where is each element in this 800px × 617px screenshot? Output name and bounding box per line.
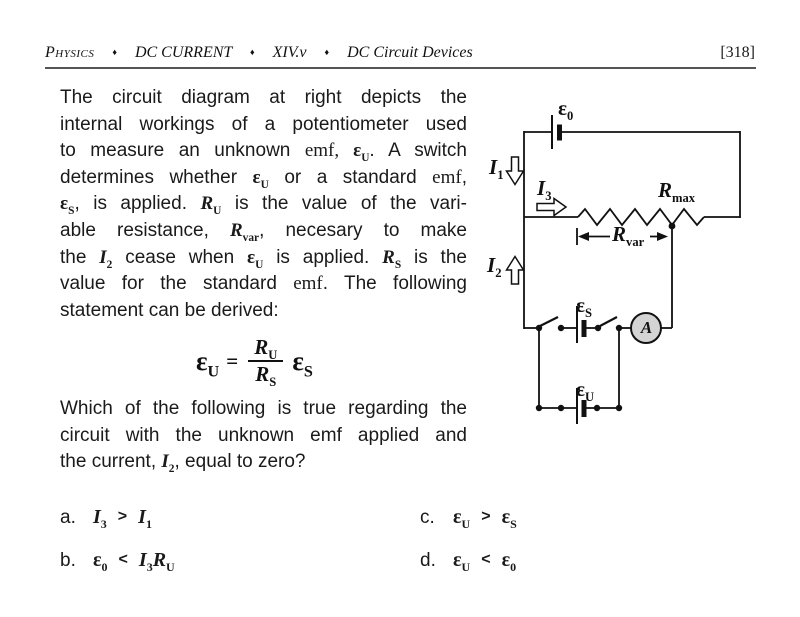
- junction-dot: [594, 324, 602, 332]
- text-line: εS, is applied. RU is the value of the v…: [60, 193, 467, 218]
- fraction-denominator: RS: [248, 360, 284, 388]
- header-unit: DC CURRENT: [134, 44, 232, 61]
- label-emfS: εS: [576, 293, 592, 321]
- equation-fraction: RU RS: [247, 335, 284, 388]
- junction-dot: [615, 324, 623, 332]
- header: Physics ♦ DC CURRENT ♦ XIV.v ♦ DC Circui…: [45, 44, 755, 66]
- equation-lhs: εU: [196, 345, 220, 380]
- junction-dot: [557, 324, 565, 332]
- equals-sign: =: [226, 348, 239, 373]
- text-line: circuit with the unknown emf applied and: [60, 424, 467, 446]
- answer-expression: ε0<I3RU: [93, 549, 175, 574]
- switch-lever-left: [539, 316, 559, 327]
- text-line: to measure an unknown emf, εU. A switch: [60, 140, 467, 164]
- text-line: the current, I2, equal to zero?: [60, 451, 306, 475]
- rvar-arrowhead-left: [578, 232, 589, 241]
- answer-expression: εU<ε0: [453, 549, 517, 574]
- text-line: the I2 cease when εU is applied. RS is t…: [60, 246, 467, 271]
- answer-choice-c: c. εU>εS: [420, 506, 517, 538]
- label-rmax: Rmax: [658, 178, 696, 206]
- question-paragraph: Which of the following is true regarding…: [60, 396, 467, 476]
- intro-paragraph: The circuit diagram at right depicts the…: [60, 85, 467, 324]
- text-line: The circuit diagram at right depicts the: [60, 87, 467, 108]
- wiper-dot: [668, 222, 676, 230]
- junction-dot: [535, 324, 543, 332]
- junction-dot: [535, 404, 543, 412]
- equation-rhs: εS: [292, 345, 313, 380]
- label-current-i2: I2: [487, 253, 502, 281]
- answer-choice-b: b. ε0<I3RU: [60, 549, 175, 581]
- answer-letter: c.: [420, 507, 435, 528]
- header-rule: [45, 67, 756, 69]
- diamond-separator-icon: ♦: [250, 47, 255, 57]
- text-line: value for the standard emf. The followin…: [60, 273, 467, 295]
- answer-expression: I3>I1: [93, 506, 152, 531]
- label-emf0: ε0: [558, 96, 574, 124]
- answer-expression: εU>εS: [453, 506, 517, 531]
- current-arrow-right-icon: [536, 197, 568, 217]
- equation: εU = RU RS εS: [196, 330, 313, 392]
- header-course: Physics: [45, 44, 95, 61]
- text-line: Which of the following is true regarding…: [60, 398, 467, 419]
- current-arrow-up-icon: [505, 255, 525, 285]
- answer-letter: a.: [60, 507, 76, 528]
- text-line: determines whether εU or a standard emf,: [60, 166, 467, 191]
- page-number: [318]: [720, 44, 755, 61]
- answer-letter: b.: [60, 550, 76, 571]
- text-line: able resistance, Rvar, necesary to make: [60, 219, 467, 244]
- label-current-i3: I3: [537, 176, 552, 204]
- junction-dot: [593, 404, 601, 412]
- rvar-arrowhead-right: [657, 232, 668, 241]
- ammeter-letter: A: [640, 318, 653, 337]
- header-topic: DC Circuit Devices: [347, 44, 473, 61]
- current-arrow-down-icon: [505, 156, 525, 186]
- text-line: internal workings of a potentiometer use…: [60, 113, 467, 135]
- text-line: statement can be derived:: [60, 299, 279, 321]
- diamond-separator-icon: ♦: [324, 47, 330, 57]
- junction-dot: [557, 404, 565, 412]
- answer-choice-d: d. εU<ε0: [420, 549, 516, 581]
- fraction-numerator: RU: [254, 335, 278, 363]
- label-current-i1: I1: [489, 155, 504, 183]
- answer-letter: d.: [420, 550, 436, 571]
- diamond-separator-icon: ♦: [112, 47, 117, 57]
- junction-dot: [615, 404, 623, 412]
- label-emfU: εU: [576, 377, 595, 405]
- answer-choice-a: a. I3>I1: [60, 506, 152, 538]
- header-section: XIV.v: [272, 44, 307, 61]
- label-rvar: Rvar: [612, 222, 645, 250]
- switch-lever-right: [599, 316, 618, 327]
